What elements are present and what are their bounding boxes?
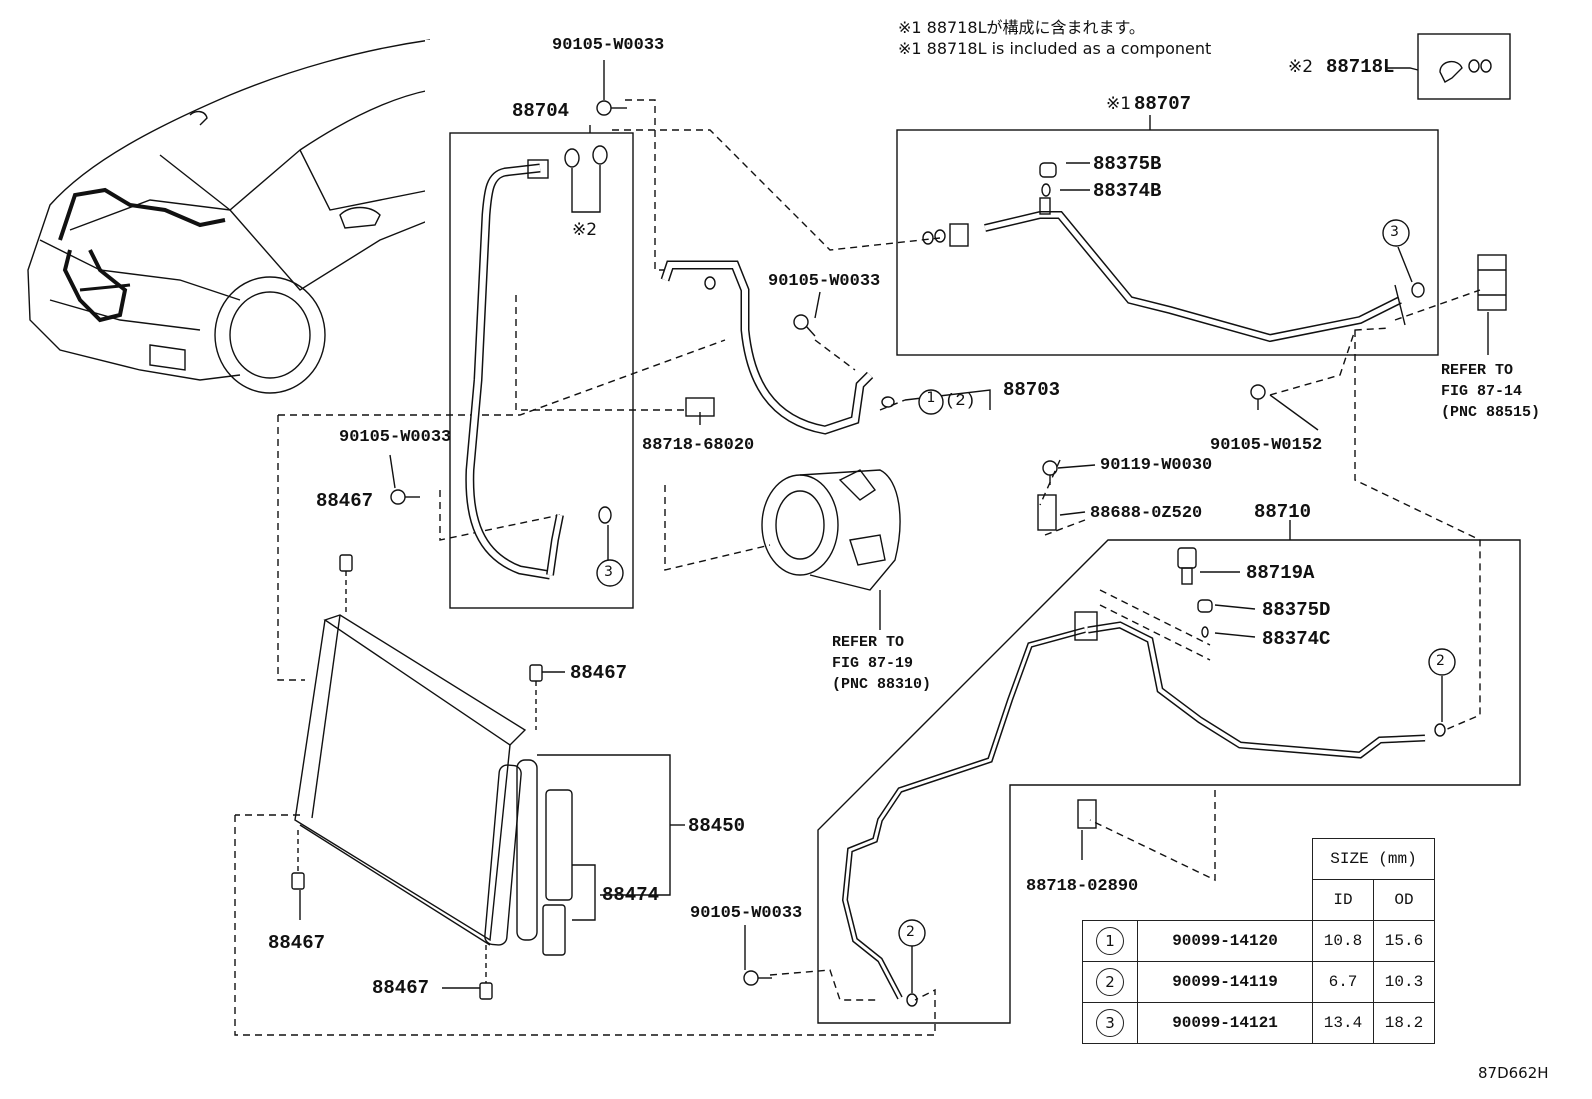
label-88375B: 88375B — [1093, 153, 1162, 175]
box-88707 — [896, 129, 1439, 356]
clip-88718-02890 — [1077, 799, 1097, 829]
circle-2-right-label: 2 — [1436, 653, 1445, 669]
row-circle: 2 — [1096, 968, 1124, 996]
circle-3-marker-right — [1382, 219, 1410, 247]
label-88719A: 88719A — [1246, 562, 1315, 584]
label-88374B: 88374B — [1093, 180, 1162, 202]
circle-3-marker-left — [596, 559, 624, 587]
table-row: 1 90099-14120 10.8 15.6 — [1082, 920, 1435, 962]
note-japanese: ※1 88718Lが構成に含まれます。 — [898, 18, 1145, 37]
label-88467-a: 88467 — [316, 490, 374, 512]
circle-2-marker-right — [1428, 648, 1456, 676]
row-od: 15.6 — [1373, 920, 1435, 962]
label-88707: 88707 — [1134, 93, 1192, 115]
condenser — [291, 554, 685, 1000]
label-88704: 88704 — [512, 100, 570, 122]
circle-3-right-label: 3 — [1390, 224, 1399, 240]
row-od: 18.2 — [1373, 1002, 1435, 1044]
vehicle-illustration — [27, 39, 435, 394]
label-88718-02890: 88718-02890 — [1026, 877, 1139, 896]
label-bolt-mid: 90105-W0033 — [768, 272, 881, 291]
label-88467-d: 88467 — [372, 977, 430, 999]
box-88718L — [1417, 33, 1511, 100]
label-88688: 88688-0Z520 — [1090, 504, 1203, 523]
label-88450: 88450 — [688, 815, 746, 837]
size-header: SIZE (mm) — [1312, 838, 1435, 880]
circle-2-marker-bottom — [898, 919, 926, 947]
col-id-header: ID — [1312, 879, 1374, 921]
row-id: 6.7 — [1312, 961, 1374, 1003]
table-row: 3 90099-14121 13.4 18.2 — [1082, 1002, 1435, 1044]
label-88718-68020: 88718-68020 — [642, 436, 755, 455]
note-english: ※1 88718L is included as a component — [898, 39, 1212, 58]
bolts — [390, 100, 1266, 986]
label-88467-b: 88467 — [570, 662, 628, 684]
circle-1-marker — [918, 389, 944, 415]
circle-1-label: 1 — [926, 390, 936, 406]
row-circle: 3 — [1096, 1009, 1124, 1037]
label-bolt-top: 90105-W0033 — [552, 36, 665, 55]
refer-fig-87-14[interactable]: REFER TO FIG 87-14 (PNC 88515) — [1441, 362, 1541, 421]
label-88703-sub: (2) — [945, 392, 976, 411]
mark-88707: ※1 — [1106, 94, 1132, 114]
row-circle: 1 — [1096, 927, 1124, 955]
refer-fig-87-19[interactable]: REFER TO FIG 87-19 (PNC 88310) — [832, 634, 932, 693]
circle-3-left-label: 3 — [604, 564, 613, 580]
size-table: SIZE (mm) ID OD 1 90099-14120 10.8 15.6 … — [1082, 838, 1435, 1044]
col-od-header: OD — [1373, 879, 1435, 921]
label-88703: 88703 — [1003, 379, 1061, 401]
label-88375D: 88375D — [1262, 599, 1331, 621]
table-row: 2 90099-14119 6.7 10.3 — [1082, 961, 1435, 1003]
diagram-code: 87D662H — [1478, 1064, 1549, 1082]
label-bolt-w0152: 90105-W0152 — [1210, 436, 1323, 455]
mark-2: ※2 — [572, 220, 598, 240]
row-part-number: 90099-14121 — [1137, 1002, 1313, 1044]
label-88718L: 88718L — [1326, 56, 1395, 78]
label-bolt-left: 90105-W0033 — [339, 428, 452, 447]
label-88474: 88474 — [602, 884, 660, 906]
row-id: 10.8 — [1312, 920, 1374, 962]
box-88710 — [817, 539, 1521, 1024]
mark-88718L: ※2 — [1288, 57, 1314, 77]
compressor — [761, 469, 901, 630]
row-part-number: 90099-14120 — [1137, 920, 1313, 962]
label-bolt-w0030: 90119-W0030 — [1100, 456, 1213, 475]
clip-88688 — [1037, 494, 1057, 531]
row-part-number: 90099-14119 — [1137, 961, 1313, 1003]
expansion-valve — [1477, 254, 1507, 311]
row-id: 13.4 — [1312, 1002, 1374, 1044]
box-88704 — [449, 132, 634, 609]
label-88710: 88710 — [1254, 501, 1312, 523]
label-88467-c: 88467 — [268, 932, 326, 954]
label-bolt-bottom: 90105-W0033 — [690, 904, 803, 923]
circle-2-bottom-label: 2 — [906, 924, 915, 940]
label-88374C: 88374C — [1262, 628, 1331, 650]
row-od: 10.3 — [1373, 961, 1435, 1003]
